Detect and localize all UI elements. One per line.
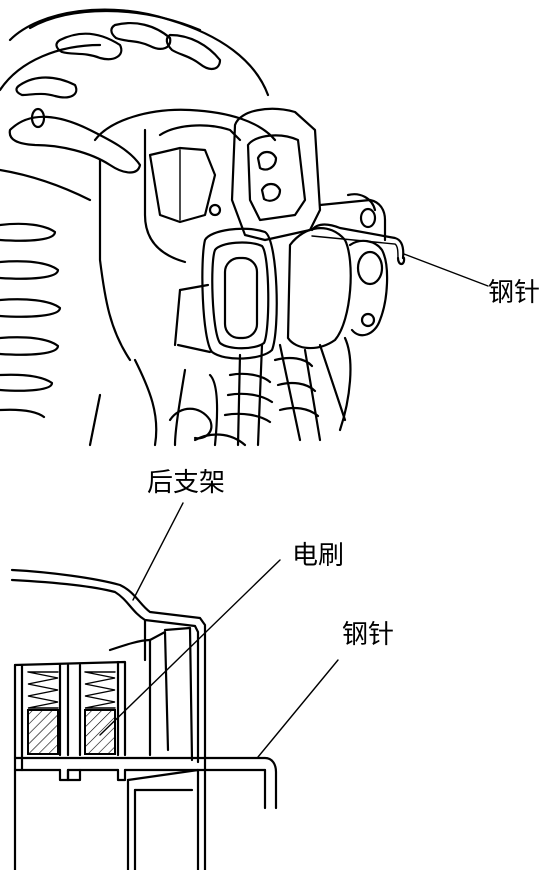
alternator-rear-view bbox=[0, 8, 489, 447]
steel-pin-label-top: 钢针 bbox=[488, 278, 541, 308]
brush-cross-section bbox=[10, 502, 339, 870]
brush-label: 电刷 bbox=[292, 541, 345, 571]
steel-pin-label-bottom: 钢针 bbox=[342, 620, 395, 650]
rear-bracket-label: 后支架 bbox=[147, 468, 226, 498]
